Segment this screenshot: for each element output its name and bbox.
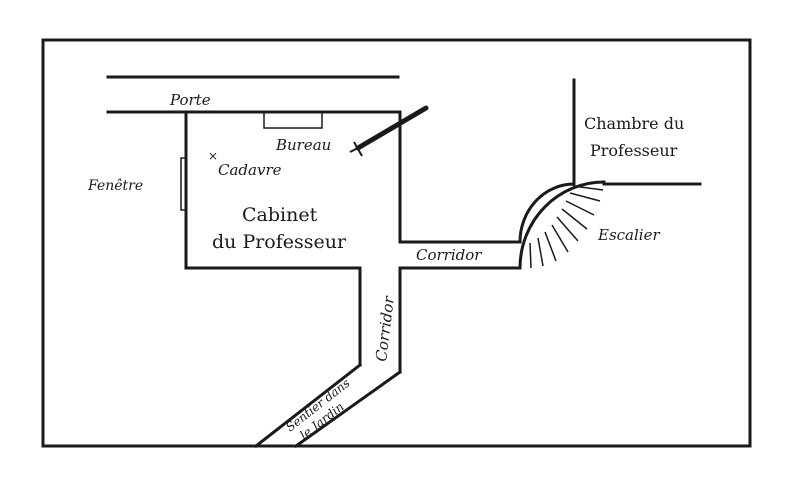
label-escalier: Escalier: [597, 226, 660, 244]
window-fenetre: [180, 157, 187, 211]
dagger-icon: [349, 105, 429, 157]
garden-path-right-edge: [293, 369, 403, 449]
staircase-escalier: [518, 180, 606, 270]
label-chambre-line1: Chambre du: [584, 114, 684, 133]
label-fenetre: Fenêtre: [87, 178, 143, 194]
label-corridor-horizontal: Corridor: [416, 246, 482, 264]
label-bureau: Bureau: [275, 136, 331, 154]
bureau-desk: [263, 111, 323, 129]
label-porte: Porte: [169, 91, 211, 109]
garden-path-left-edge: [253, 362, 363, 449]
label-corridor-vertical: Corridor: [372, 295, 398, 363]
label-cabinet-line1: Cabinet: [242, 204, 318, 226]
label-cadavre: Cadavre: [218, 161, 282, 179]
body-marker: ×: [208, 149, 218, 163]
label-cabinet-line2: du Professeur: [212, 231, 347, 253]
label-chambre-line2: Professeur: [590, 141, 678, 160]
diagram-frame: [41, 38, 752, 448]
